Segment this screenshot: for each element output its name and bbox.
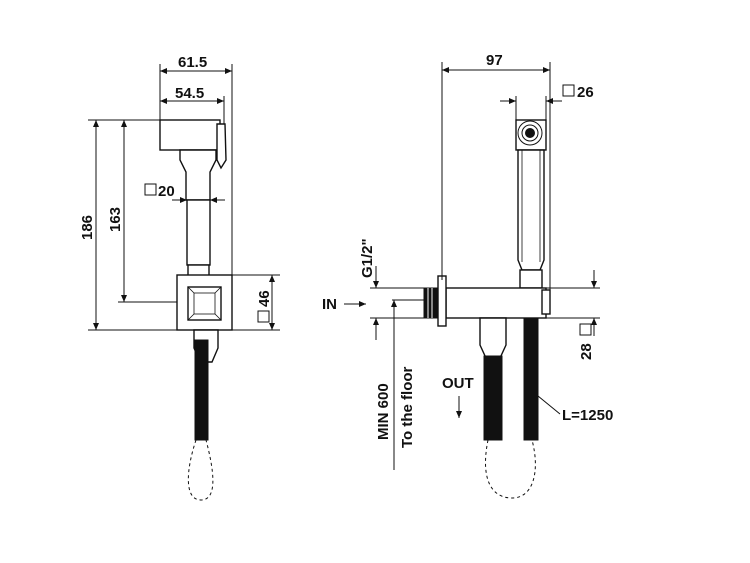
front-view: 61.5 54.5 20 186 163 46 <box>79 54 280 501</box>
nozzle-face <box>525 128 535 138</box>
handle-shaft <box>186 199 211 266</box>
trigger-lever <box>216 123 227 170</box>
side-view: 97 26 G1/2" IN MIN 600 To the floor OUT … <box>322 52 613 499</box>
dim-total-height: 186 <box>79 215 96 240</box>
bracket-end-knob <box>541 289 551 315</box>
dim-thread: G1/2" <box>359 238 376 278</box>
dim-handle-height: 163 <box>107 207 124 232</box>
handle-collar-side <box>519 269 543 289</box>
out-hose <box>483 355 503 441</box>
nozzle-ring <box>517 120 543 146</box>
dim-width-inner: 54.5 <box>175 85 204 102</box>
dim-hose-length: L=1250 <box>562 407 613 424</box>
dim-head-square: 26 <box>577 84 594 101</box>
handle-head <box>159 119 221 151</box>
handle-hose <box>523 317 539 441</box>
label-floor: To the floor <box>399 366 416 448</box>
dim-plate-square: 46 <box>256 290 273 307</box>
hose <box>194 339 209 441</box>
wall-thread <box>423 287 439 319</box>
dim-width-outer: 61.5 <box>178 54 207 71</box>
hose-loop-side <box>485 439 536 499</box>
out-connector <box>479 317 507 359</box>
dim-depth: 97 <box>486 52 503 69</box>
dim-handle-square: 20 <box>158 183 175 200</box>
dim-body-square: 28 <box>578 343 595 360</box>
plate-knob-inner <box>193 292 216 315</box>
label-min: MIN 600 <box>375 383 392 440</box>
handle-neck <box>179 149 217 201</box>
label-out: OUT <box>442 375 474 392</box>
bracket-body <box>445 287 547 319</box>
hose-loop <box>187 439 214 501</box>
label-in: IN <box>322 296 337 313</box>
wall-flange <box>437 275 447 327</box>
hose-length-leader <box>537 395 561 415</box>
